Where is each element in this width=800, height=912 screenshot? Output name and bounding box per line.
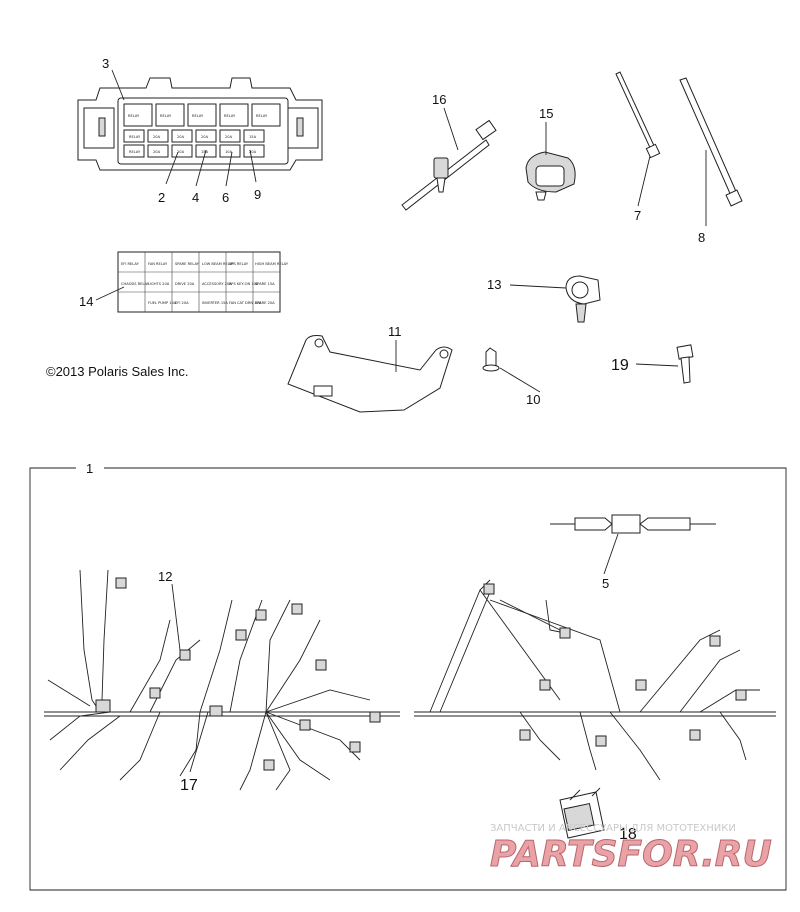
callout-6: 6 xyxy=(222,190,229,205)
fuse-label-card: EFI RELAY FAN RELAY SPARE RELAY LOW BEAM… xyxy=(95,251,289,313)
fuse-label: 20A xyxy=(153,150,161,154)
watermark-brand: PARTSFOR.RU xyxy=(490,834,772,875)
card-cell: CHASSIS RELAY xyxy=(121,282,150,286)
callout-1: 1 xyxy=(86,461,93,476)
watermark-tagline: ЗАПЧАСТИ И АКСЕССУАРЫ ДЛЯ МОТОТЕХНИКИ xyxy=(490,823,736,834)
cable-tie-small xyxy=(615,71,661,207)
callout-7: 7 xyxy=(634,208,641,223)
inline-connector xyxy=(550,514,716,575)
callout-5: 5 xyxy=(602,576,609,591)
fuse-label: 20A xyxy=(225,135,233,139)
relay-label: RELAY xyxy=(256,114,268,118)
callout-8: 8 xyxy=(698,230,705,245)
fuse-label: 20A xyxy=(249,150,257,154)
callout-11: 11 xyxy=(388,324,402,339)
callout-9: 9 xyxy=(254,187,261,202)
main-harness-right xyxy=(414,579,776,781)
fuse-box-relay-row: RELAY RELAY RELAY RELAY RELAY xyxy=(123,103,281,127)
p-clamp xyxy=(509,275,601,323)
callout-18: 18 xyxy=(619,826,637,843)
card-cell: FUEL PUMP 10A xyxy=(148,301,177,305)
card-cell: LOW BEAM RELAY xyxy=(202,262,235,266)
bolt xyxy=(635,344,694,384)
push-rivet xyxy=(482,347,541,393)
relay-label: RELAY xyxy=(192,114,204,118)
card-cell: FAN CAT DRN 10A xyxy=(229,301,262,305)
card-cell: SPARE RELAY xyxy=(175,262,200,266)
callout-3: 3 xyxy=(102,56,109,71)
relay-label: RELAY xyxy=(129,135,141,139)
main-harness-left xyxy=(44,569,400,791)
connector-clip xyxy=(525,122,576,201)
fuse-label: 20A xyxy=(177,150,185,154)
card-cell: ACCESSORY 20A xyxy=(202,282,232,286)
cable-tie-push-mount xyxy=(401,107,497,211)
fuse-label: 15A xyxy=(249,135,257,139)
callout-19: 19 xyxy=(611,357,629,374)
fuse-box: RELAY RELAY RELAY RELAY RELAY RELAY 20A … xyxy=(77,69,323,187)
fuse-label: 15A xyxy=(201,150,209,154)
card-cell: EPS KEY-ON 10A xyxy=(229,282,259,286)
card-cell: SPARE 15A xyxy=(255,282,275,286)
callout-16: 16 xyxy=(432,92,446,107)
relay-label: RELAY xyxy=(160,114,172,118)
relay-label: RELAY xyxy=(129,150,141,154)
callout-15: 15 xyxy=(539,106,553,121)
cable-tie-large xyxy=(679,77,743,226)
card-cell: SPARE 20A xyxy=(255,301,275,305)
callout-10: 10 xyxy=(526,392,540,407)
callout-14: 14 xyxy=(79,294,93,309)
callout-17: 17 xyxy=(180,777,198,794)
harness-assembly-frame xyxy=(29,467,787,891)
card-cell: FAN RELAY xyxy=(148,262,168,266)
card-cell: EPS RELAY xyxy=(229,262,249,266)
copyright-notice: ©2013 Polaris Sales Inc. xyxy=(46,364,189,379)
card-cell: LIGHTS 20A xyxy=(148,282,170,286)
callout-2: 2 xyxy=(158,190,165,205)
card-cell: DRIVE 20A xyxy=(175,282,195,286)
callout-12: 12 xyxy=(158,569,172,584)
relay-label: RELAY xyxy=(128,114,140,118)
fuse-label: 20A xyxy=(201,135,209,139)
relay-label: RELAY xyxy=(224,114,236,118)
callout-4: 4 xyxy=(192,190,199,205)
mounting-bracket xyxy=(287,335,453,413)
card-cell: HIGH BEAM RELAY xyxy=(255,262,289,266)
card-cell: INVERTER 15A xyxy=(202,301,228,305)
fuse-label: 10A xyxy=(225,150,233,154)
fuse-box-fuse-rows: RELAY 20A 20A 20A 20A 15A RELAY 20A 20A … xyxy=(123,129,265,158)
card-cell: EFI RELAY xyxy=(121,262,140,266)
callout-13: 13 xyxy=(487,277,501,292)
card-cell: EFI 20A xyxy=(175,301,189,305)
harness-tag xyxy=(559,787,605,839)
fuse-label: 20A xyxy=(177,135,185,139)
fuse-label: 20A xyxy=(153,135,161,139)
